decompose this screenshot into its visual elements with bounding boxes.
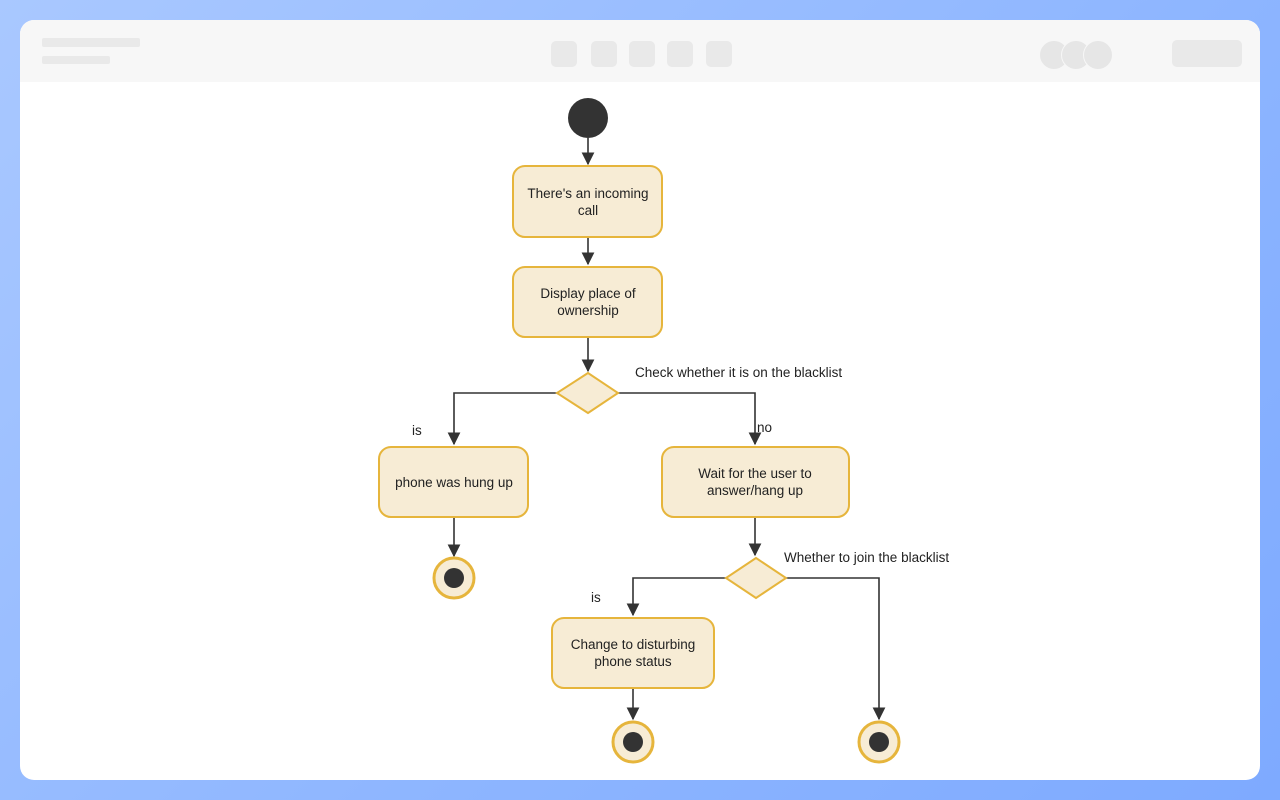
node-change-status[interactable]: Change to disturbing phone status	[551, 617, 715, 689]
start-node[interactable]	[568, 98, 608, 138]
edge-join-no	[786, 577, 886, 721]
toolbar	[20, 20, 1260, 82]
end-node-change-status[interactable]	[611, 720, 655, 764]
toolbar-button-1[interactable]	[551, 41, 577, 67]
end-node-hung-up[interactable]	[432, 556, 476, 600]
node-change-status-line-2: phone status	[594, 654, 672, 669]
node-wait-user[interactable]: Wait for the user to answer/hang up	[661, 446, 850, 518]
node-display-place-line-2: ownership	[557, 303, 619, 318]
edge-label-check-is: is	[412, 423, 422, 438]
end-node-not-joined[interactable]	[857, 720, 901, 764]
toolbar-button-4[interactable]	[667, 41, 693, 67]
document-subtitle-placeholder	[42, 56, 110, 64]
edge-check-is	[447, 392, 557, 446]
toolbar-button-2[interactable]	[591, 41, 617, 67]
edge-check-no	[618, 392, 762, 446]
toolbar-button-5[interactable]	[706, 41, 732, 67]
document-title-placeholder	[42, 38, 140, 47]
edge-label-join-is: is	[591, 590, 601, 605]
decision-join-blacklist[interactable]	[724, 556, 788, 600]
edges	[447, 138, 886, 721]
node-display-place[interactable]: Display place of ownership	[512, 266, 663, 338]
edge-join-is	[626, 577, 726, 617]
decision-check-blacklist-label: Check whether it is on the blacklist	[635, 365, 842, 380]
node-phone-hung-up[interactable]: phone was hung up	[378, 446, 529, 518]
edge-label-check-no: no	[757, 420, 772, 435]
collaborator-avatar[interactable]	[1083, 40, 1113, 70]
decision-check-blacklist[interactable]	[555, 371, 620, 415]
node-wait-user-line-2: answer/hang up	[707, 483, 803, 498]
share-button[interactable]	[1172, 40, 1242, 67]
node-incoming-call[interactable]: There's an incoming call	[512, 165, 663, 238]
node-incoming-call-line-2: call	[578, 203, 598, 218]
node-phone-hung-up-line-1: phone was hung up	[395, 475, 513, 490]
node-wait-user-line-1: Wait for the user to	[698, 466, 812, 481]
node-incoming-call-line-1: There's an incoming	[527, 186, 648, 201]
toolbar-button-3[interactable]	[629, 41, 655, 67]
decision-join-blacklist-label: Whether to join the blacklist	[784, 550, 949, 565]
node-change-status-line-1: Change to disturbing	[571, 637, 696, 652]
node-display-place-line-1: Display place of	[540, 286, 636, 301]
